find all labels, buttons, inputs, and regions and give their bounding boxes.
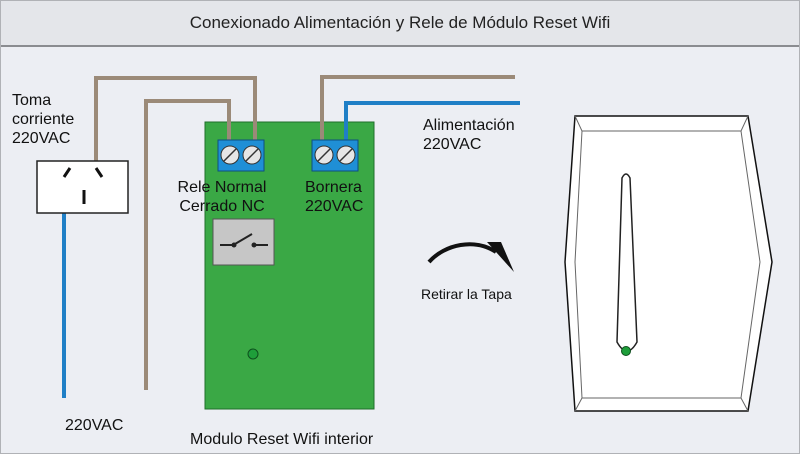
alimentacion-label: Alimentación 220VAC <box>423 117 515 153</box>
bottom-voltage-label: 220VAC <box>65 417 124 434</box>
retirar-tapa-label: Retirar la Tapa <box>421 286 512 302</box>
blue-wire-supply <box>344 101 520 140</box>
wall-outlet-icon <box>36 160 129 214</box>
curved-arrow-icon <box>427 242 514 272</box>
toma-corriente-label: Toma corriente 220VAC <box>12 92 75 147</box>
device-led <box>621 346 631 356</box>
brown-wire-bottom <box>144 99 231 390</box>
brown-wire-supply <box>320 75 515 140</box>
brown-wire-outlet <box>94 76 257 166</box>
relay-switch-icon <box>212 218 275 266</box>
rele-label: Rele Normal Cerrado NC <box>177 179 267 215</box>
bornera-label: Bornera 220VAC <box>305 179 364 215</box>
diagram-title: Conexionado Alimentación y Rele de Módul… <box>189 13 611 32</box>
module-caption: Modulo Reset Wifi interior <box>190 431 374 448</box>
header-band <box>0 0 800 46</box>
wifi-device-icon <box>564 115 773 412</box>
screw-terminal-icon <box>217 139 265 172</box>
module-led <box>247 348 259 360</box>
screw-terminal-icon <box>311 139 359 172</box>
